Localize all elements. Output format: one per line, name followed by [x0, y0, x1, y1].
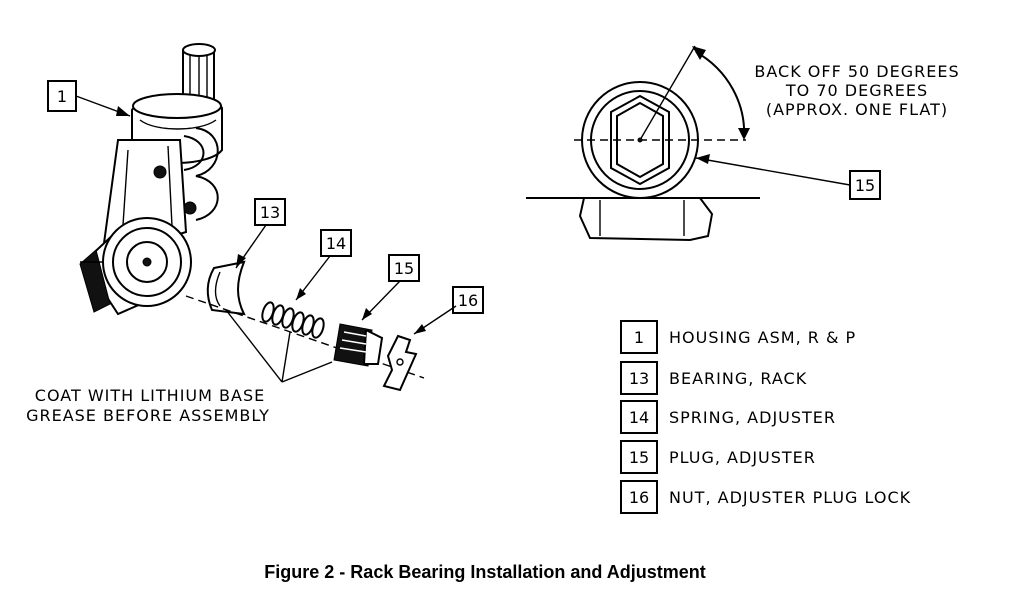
adjuster-plug-detail [526, 45, 760, 242]
back-off-line-3: (APPROX. ONE FLAT) [766, 100, 948, 119]
callout-15-detail-text: 15 [855, 176, 875, 195]
callout-13: 13 [235, 198, 286, 269]
legend-description: SPRING, ADJUSTER [669, 408, 836, 427]
legend-row-13: 13 BEARING, RACK [620, 361, 807, 395]
back-off-line-1: BACK OFF 50 DEGREES [754, 62, 959, 81]
callout-13-text: 13 [260, 203, 280, 222]
callout-14: 14 [295, 229, 352, 301]
back-off-line-2: TO 70 DEGREES [785, 81, 928, 100]
housing-assembly-drawing [79, 43, 425, 392]
legend-number: 16 [629, 488, 649, 507]
parts-legend: 1 HOUSING ASM, R & P 13 BEARING, RACK 14… [620, 320, 911, 514]
legend-row-16: 16 NUT, ADJUSTER PLUG LOCK [620, 480, 911, 514]
legend-description: PLUG, ADJUSTER [669, 448, 816, 467]
callout-16: 16 [413, 286, 484, 335]
coat-note-line-2: GREASE BEFORE ASSEMBLY [26, 406, 270, 425]
callout-15-detail: 15 [695, 154, 881, 200]
callout-14-text: 14 [326, 234, 346, 253]
coat-note-line-1: COAT WITH LITHIUM BASE [35, 386, 265, 405]
adjuster-plug-drawing [333, 323, 384, 367]
legend-row-1: 1 HOUSING ASM, R & P [620, 320, 856, 354]
legend-number: 14 [629, 408, 649, 427]
callout-15-text: 15 [394, 259, 414, 278]
adjuster-spring-drawing [261, 301, 325, 339]
legend-row-15: 15 PLUG, ADJUSTER [620, 440, 816, 474]
legend-number: 13 [629, 369, 649, 388]
coat-leader-lines [225, 309, 333, 383]
callout-1: 1 [47, 80, 131, 117]
lock-nut-drawing [382, 334, 418, 392]
callout-15: 15 [361, 254, 420, 321]
figure-caption: Figure 2 - Rack Bearing Installation and… [264, 562, 705, 582]
legend-description: HOUSING ASM, R & P [669, 328, 856, 347]
legend-row-14: 14 SPRING, ADJUSTER [620, 400, 836, 434]
legend-number: 15 [629, 448, 649, 467]
legend-number: 1 [634, 328, 644, 347]
callout-16-text: 16 [458, 291, 478, 310]
legend-description: NUT, ADJUSTER PLUG LOCK [669, 488, 911, 507]
legend-description: BEARING, RACK [669, 369, 807, 388]
callout-1-text: 1 [57, 87, 67, 106]
